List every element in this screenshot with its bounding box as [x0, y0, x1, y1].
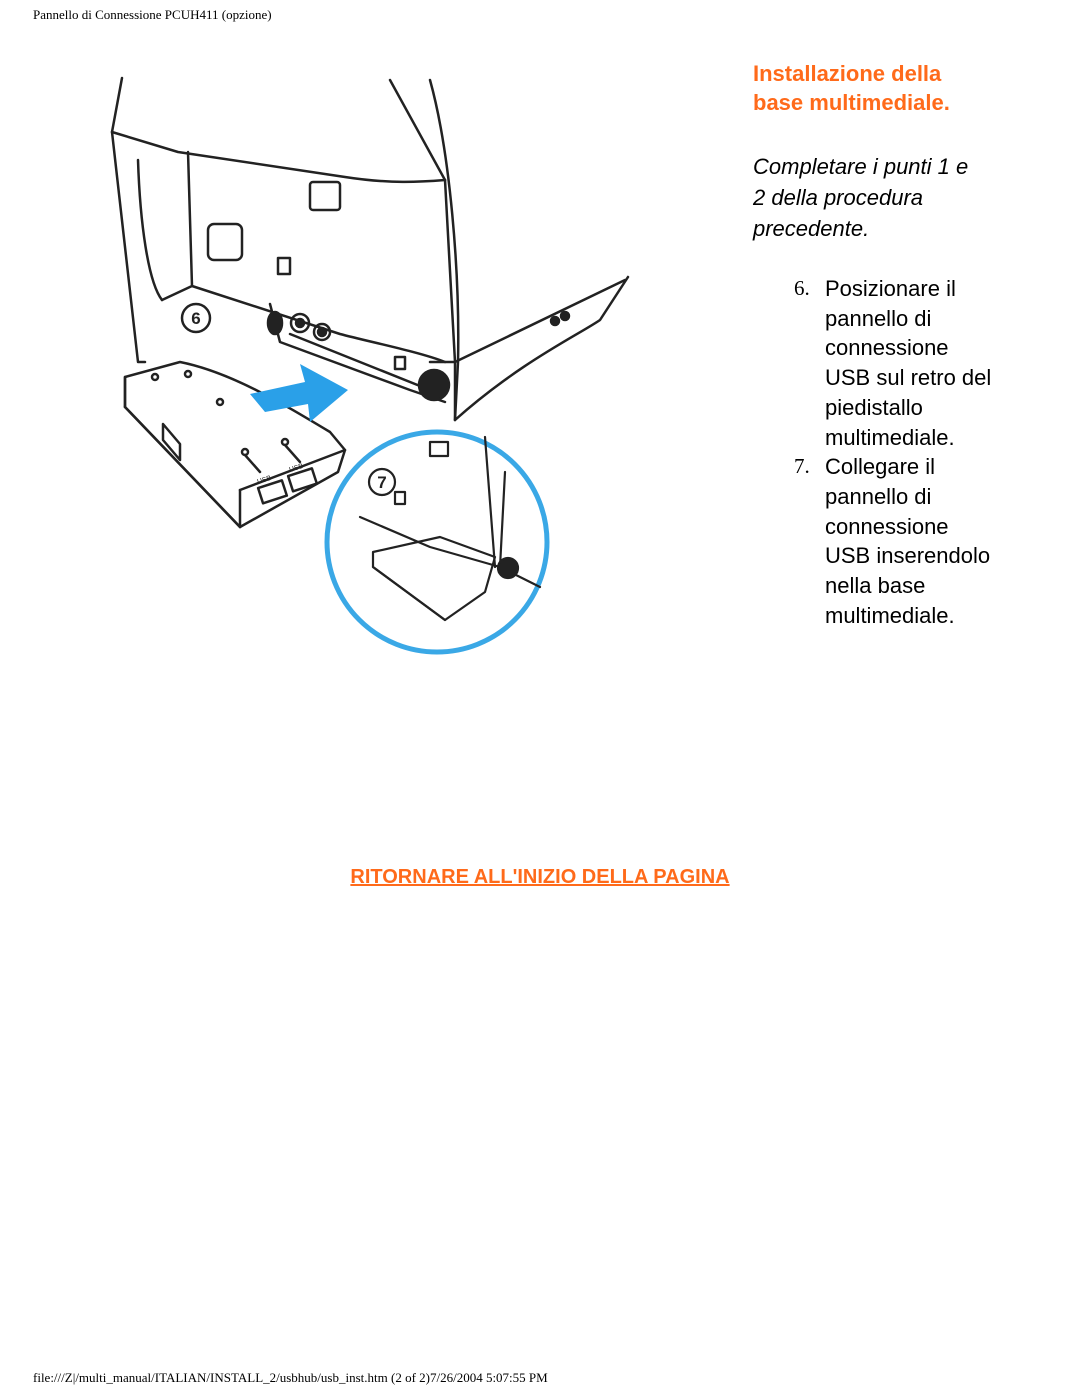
step-number: 6. — [794, 276, 810, 300]
detail-circle — [324, 429, 550, 655]
back-to-top: RITORNARE ALL'INIZIO DELLA PAGINA — [0, 866, 1080, 889]
intro-line: 2 della procedura — [753, 185, 924, 210]
usb-port-label: USB — [288, 463, 304, 474]
step-line: USB inserendolo — [825, 543, 991, 569]
installation-illustration: 6 7 USB USB — [110, 76, 630, 655]
step-line: USB sul retro del — [825, 365, 992, 391]
intro-text: Completare i punti 1 e 2 della procedura… — [753, 151, 1013, 244]
step-line: pannello di — [825, 305, 932, 331]
insert-arrow-icon — [250, 364, 348, 422]
step-line: nella base — [825, 573, 926, 599]
step-line: Posizionare il — [825, 276, 956, 301]
usb-port-label: USB — [256, 475, 272, 486]
page-header: Pannello di Connessione PCUH411 (opzione… — [33, 7, 272, 22]
step-line: Collegare il — [825, 454, 936, 480]
step-number: 7. — [794, 454, 810, 479]
page-footer: file:///Z|/multi_manual/ITALIAN/INSTALL_… — [33, 1370, 548, 1385]
monitor-outline — [110, 76, 147, 364]
intro-line: precedente. — [753, 216, 870, 241]
title-line: Installazione della — [753, 61, 942, 86]
step-line: piedistallo — [825, 394, 923, 420]
intro-line: Completare i punti 1 e — [753, 154, 969, 179]
callout-7-label: 7 — [377, 473, 386, 492]
title-line: base multimediale. — [753, 90, 950, 115]
step-line: connessione — [825, 513, 949, 539]
steps-list: 6. Posizionare il pannello di connession… — [780, 274, 1040, 630]
section-title: Installazione della base multimediale. — [753, 59, 1053, 117]
step-line: pannello di — [825, 483, 932, 509]
step-item: 7. Collegare il pannello di connessione … — [780, 452, 1040, 630]
callout-6-label: 6 — [191, 309, 200, 328]
step-line: connessione — [825, 335, 949, 361]
step-line: multimediale. — [825, 602, 955, 628]
step-item: 6. Posizionare il pannello di connession… — [780, 274, 1040, 452]
back-to-top-link[interactable]: RITORNARE ALL'INIZIO DELLA PAGINA — [350, 866, 730, 888]
step-line: multimediale. — [825, 424, 955, 450]
